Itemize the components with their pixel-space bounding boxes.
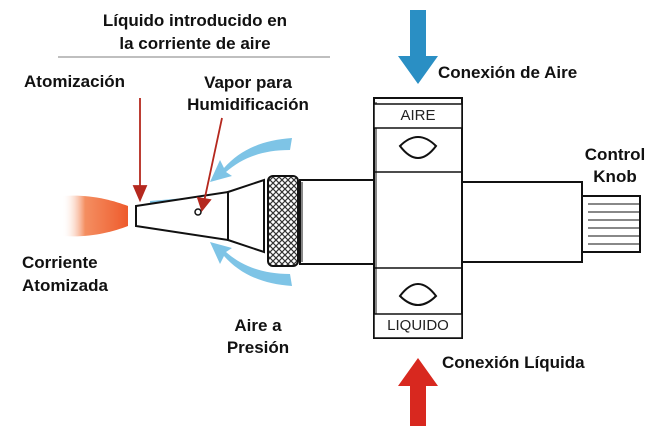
air-box <box>373 103 463 129</box>
knurled-collar <box>267 175 299 267</box>
pressure-air-label-1: Aire a <box>234 316 282 335</box>
stream-label-2: Atomizada <box>22 276 108 295</box>
pressure-air-label-2: Presión <box>226 338 290 357</box>
vapor-pointer <box>203 117 223 203</box>
liquid-connection-arrow <box>398 358 438 426</box>
body-cylinder <box>299 179 379 265</box>
atomization-label: Atomización <box>24 72 126 91</box>
air-connection-label: Conexión de Aire <box>438 63 578 82</box>
nozzle-cone <box>227 178 265 254</box>
control-knob <box>581 195 641 253</box>
atomized-spray <box>62 195 128 237</box>
nozzle-tip <box>135 190 229 242</box>
control-knob-label-1: Control <box>584 145 646 164</box>
pointer-arrows <box>132 98 223 212</box>
shaft <box>461 181 583 263</box>
vapor-label-1: Vapor para <box>204 73 292 92</box>
vapor-label-2: Humidificación <box>187 95 309 114</box>
liquid-box-label: LIQUIDO <box>387 317 449 334</box>
liquid-box <box>373 313 463 339</box>
stream-label-1: Corriente <box>22 253 98 272</box>
vapor-port <box>194 208 202 216</box>
flow-arrow-upper <box>210 138 292 182</box>
air-box-label: AIRE <box>400 107 436 124</box>
control-knob-label-2: Knob <box>593 167 637 186</box>
title-line-2: la corriente de aire <box>119 34 271 53</box>
title-line-1: Líquido introducido en <box>102 11 288 30</box>
liquid-passage <box>398 283 438 306</box>
liquid-connection-label: Conexión Líquida <box>442 353 585 372</box>
air-passage <box>398 136 438 159</box>
air-connection-arrow <box>398 10 438 84</box>
knob-ridges <box>588 203 640 245</box>
flow-arrow-lower <box>210 242 292 286</box>
